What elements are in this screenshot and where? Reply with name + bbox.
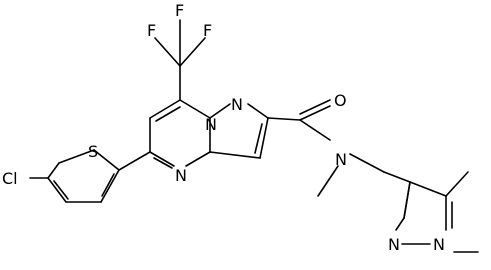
bond: [185, 151, 211, 167]
bond: [267, 117, 301, 121]
bond: [154, 37, 181, 67]
bond: [47, 162, 60, 179]
bond-lines: [29, 19, 479, 253]
chlorine-atom: Cl: [2, 169, 18, 188]
bond: [409, 181, 447, 197]
bond: [155, 106, 181, 122]
bond: [317, 165, 339, 197]
bond: [254, 123, 263, 154]
sulfur-atom: S: [88, 142, 98, 161]
atom-labels: Cl S F F F N N N O N N N: [2, 1, 445, 254]
bond: [209, 103, 231, 119]
fluorine-atom-3: F: [203, 21, 212, 40]
bond: [118, 151, 151, 171]
bond: [299, 105, 331, 121]
bond: [383, 171, 411, 183]
bond: [209, 151, 261, 159]
nitrogen-atom-pyrazole-a: N: [433, 235, 445, 254]
fluorine-atom-2: F: [175, 1, 184, 20]
bond: [47, 177, 67, 203]
bond: [259, 117, 269, 159]
bond: [100, 169, 120, 203]
bond: [299, 119, 331, 141]
bond: [349, 153, 385, 173]
bond: [247, 103, 269, 119]
bond: [179, 37, 206, 67]
bond: [153, 157, 173, 169]
bond: [299, 99, 331, 115]
oxygen-atom: O: [334, 91, 347, 110]
nitrogen-atom-lower: N: [175, 166, 187, 185]
bond: [445, 171, 469, 197]
bond: [395, 217, 405, 231]
nitrogen-atom-amide: N: [335, 150, 347, 169]
bond: [53, 180, 69, 200]
nitrogen-atom-upper: N: [231, 95, 243, 114]
bond: [101, 173, 115, 197]
bond: [58, 149, 95, 164]
bond: [179, 99, 211, 119]
fluorine-atom-1: F: [147, 21, 156, 40]
nitrogen-atom-fused: N: [205, 115, 217, 134]
bond: [93, 149, 120, 171]
nitrogen-atom-pyrazole-b: N: [388, 235, 400, 254]
bond: [149, 151, 175, 167]
bond: [403, 181, 411, 219]
bond: [149, 99, 181, 119]
